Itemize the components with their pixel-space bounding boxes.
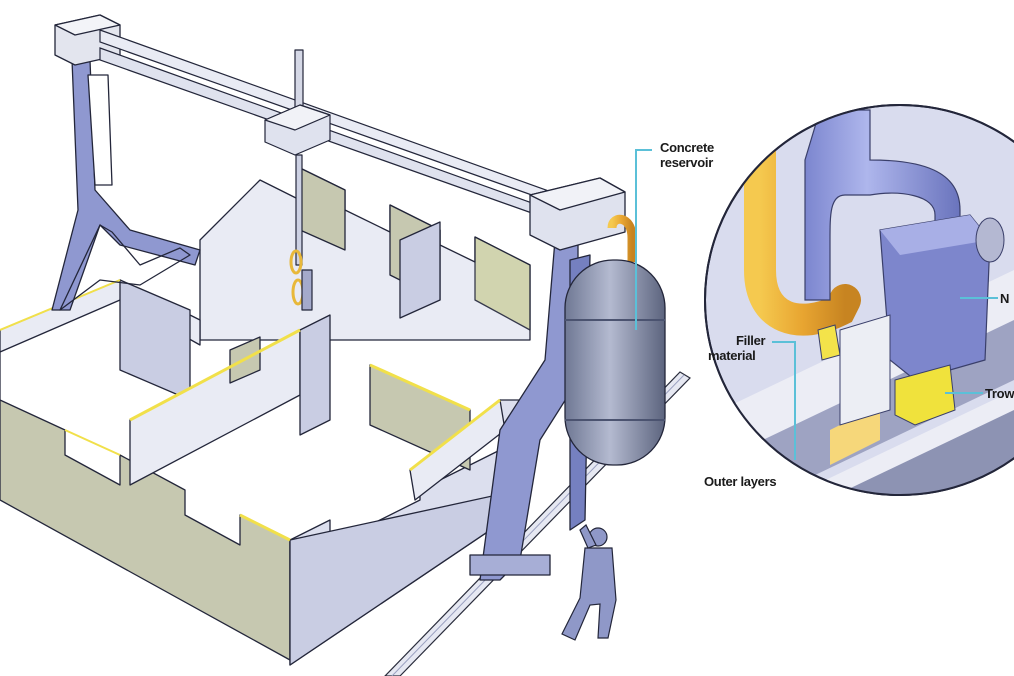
leader-concrete-reservoir (635, 149, 652, 330)
label-nozzle: N (1000, 291, 1009, 306)
worker-figure (561, 524, 617, 641)
print-head-carriage (264, 49, 331, 311)
concrete-reservoir-tank (564, 214, 666, 466)
leader-filler-material (772, 341, 796, 460)
label-filler-1: Filler (736, 333, 766, 348)
back-walls (199, 167, 531, 341)
label-outer-layers: Outer layers (704, 474, 776, 489)
label-concrete-reservoir-1: Concrete (660, 140, 714, 155)
printed-walls (0, 279, 521, 666)
label-concrete-reservoir-2: reservoir (660, 155, 713, 170)
label-filler-2: material (708, 348, 755, 363)
label-trowel: Trow (985, 386, 1014, 401)
